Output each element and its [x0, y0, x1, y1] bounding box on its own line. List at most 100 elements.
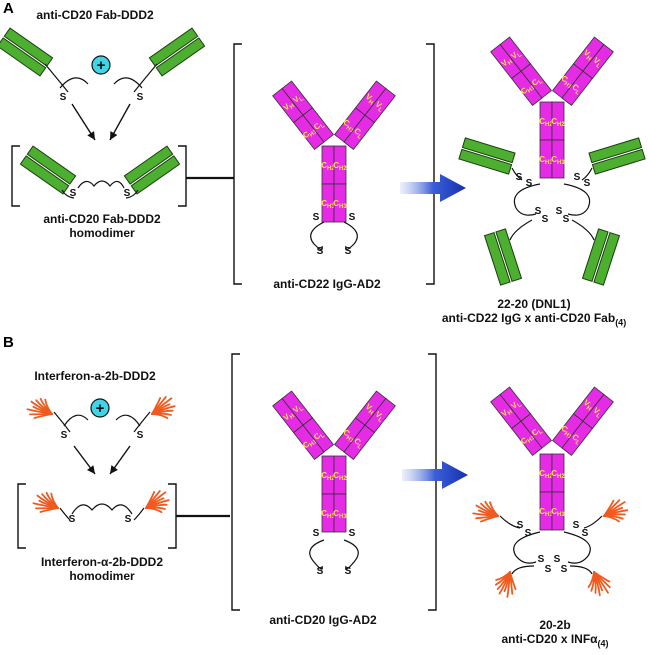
panel-a-product-fab-upper-left [458, 137, 516, 175]
panel-b-sulfur: S [69, 514, 76, 525]
panel-b-product-igg-fc-ch2-right-subscript: H2 [557, 474, 565, 480]
panel-a-igg-arm-left-vl-subscript: L [299, 96, 306, 103]
panel-a-right-monomer-linker [133, 63, 158, 93]
panel-b-ifn-monomer-left [26, 397, 53, 419]
panel-b-sulfur: S [561, 564, 568, 575]
panel-a-igg-fc-ch3-left-text: CH3 [321, 199, 335, 210]
panel-b-dimer-ifn-left [32, 491, 59, 513]
panel-a-dimer-ddd-loops [77, 180, 125, 189]
panel-a-left-monomer-linker [44, 63, 69, 93]
panel-a-product-igg-fc-ch3-right-text: CH3 [551, 155, 565, 166]
panel-b-sulfur: S [538, 554, 545, 565]
panel-b-product-text: anti-CD20 x INFα [501, 632, 598, 646]
panel-b-sulfur: S [61, 430, 68, 441]
panel-b-product-subscript: (4) [597, 638, 609, 649]
panel-a-igg-label: anti-CD22 IgG-AD2 [273, 277, 381, 291]
panel-a-product-subscript: (4) [615, 317, 627, 328]
panel-a-product-igg-arm-right-cl-subscript: L [574, 90, 581, 97]
panel-a-product-linker [509, 219, 533, 241]
panel-a-dimer-bracket-right [178, 145, 187, 207]
panel-b-igg-bracket-left [231, 353, 240, 611]
panel-b-igg-fc-ch3-right-text: CH3 [333, 509, 347, 520]
panel-b-sulfur: S [137, 430, 144, 441]
panel-b-ifn-monomer-right [151, 396, 176, 420]
panel-a-sulfur: S [574, 172, 581, 183]
panel-a-dimer-linker-right [125, 189, 139, 199]
panel-b-igg-bracket-right [428, 353, 437, 611]
panel-a-dimer-fab-left-segment-bottom [19, 155, 70, 195]
panel-a-product-fab-lower-right-segment-top [581, 228, 609, 283]
panel-a-fab-monomer-right-segment-top [148, 27, 199, 67]
panel-b-igg-arm-left-vl-subscript: L [299, 406, 306, 413]
panel-a-igg-arm-left-ch1-subscript: H1 [309, 129, 319, 139]
panel-a-sulfur: S [349, 212, 356, 223]
panel-a-dimer-label-line2: homodimer [69, 226, 135, 240]
panel-b-sulfur: S [313, 528, 320, 539]
panel-b-arrow-left-head [87, 465, 95, 474]
panel-b-right-monomer-linker [133, 411, 151, 433]
panel-b-left-monomer-linker [53, 411, 71, 433]
panel-a-arrow-left-head [87, 131, 95, 140]
panel-a-arrow-right-head [110, 131, 118, 140]
panel-b-product-igg-arm-left-cl [520, 413, 553, 449]
panel-a-igg-fc-ch2-right-subscript: H2 [339, 166, 347, 172]
panel-b-dimer-bracket-right [168, 483, 177, 549]
panel-a-product-igg-arm-right-vh-subscript: H [585, 55, 592, 62]
panel-b-monomer-label: Interferon-a-2b-DDD2 [34, 369, 156, 383]
panel-a-product-text: anti-CD22 IgG x anti-CD20 Fab [441, 311, 616, 325]
panel-b-product-label: 20-2b anti-CD20 x INFα(4) [470, 618, 640, 650]
panel-a-product-fab-upper-right [588, 137, 646, 175]
panel-b-plus-circle [90, 398, 110, 418]
panel-b-product-ifn-lower-left [494, 571, 517, 598]
panel-b-igg-fc-ch3-left-subscript: H3 [327, 514, 335, 520]
panel-a-product-linker [571, 219, 595, 241]
panel-a-sulfur: S [563, 214, 570, 225]
panel-b-product-ddd-left [513, 531, 541, 564]
panel-b-product-ifn-upper-right [603, 499, 629, 523]
panel-a-igg-arm-right-vl-subscript: L [376, 107, 383, 114]
panel-a-product-igg-arm-left-cl [520, 63, 553, 99]
panel-a-igg-fc-ch3-left-subscript: H3 [327, 204, 335, 210]
panel-a-product-igg-arm-right-cl [561, 70, 593, 106]
panel-a-dimer-label-line1: anti-CD20 Fab-DDD2 [43, 212, 161, 226]
panel-a-product-igg-fc-ch3-left-subscript: H3 [545, 160, 553, 166]
panel-a-product-line1: 22-20 (DNL1) [497, 297, 571, 311]
panel-b-sulfur: S [525, 528, 532, 539]
panel-a-sulfur: S [70, 188, 77, 199]
panel-a-igg-arm-left-vh-subscript: H [289, 103, 296, 110]
panel-b-product-ifn-lower-left-ray [495, 571, 511, 581]
panel-b-dimer-linker-right [133, 507, 145, 521]
panel-a-product-linker [511, 167, 523, 181]
panel-b-product-line1: 20-2b [539, 618, 571, 632]
panel-a-product-fab-upper-left-segment-top [461, 137, 516, 164]
panel-a-igg-ad-right [343, 221, 358, 251]
panel-b-ifn-monomer-left-ray [44, 398, 53, 415]
panel-b-dimer-label-line1: Interferon-α-2b-DDD2 [40, 555, 164, 569]
panel-b-product-linker [499, 515, 521, 529]
panel-a-sulfur: S [60, 92, 67, 103]
panel-a-product-igg-arm-left-ch1-subscript: H1 [527, 85, 537, 95]
panel-b-right-ddd-loop [115, 414, 141, 427]
panel-b-product-igg-arm-left-vh-subscript: H [507, 409, 514, 416]
panel-a-igg-arm-right-ch1-subscript: H1 [345, 125, 355, 135]
panel-a-product-linker [581, 167, 593, 181]
panel-a-product-igg-fc-ch2-left-text: CH2 [539, 117, 553, 128]
panel-a-product-fab-upper-right-segment-bottom [591, 148, 646, 175]
panel-a-product-label: 22-20 (DNL1) anti-CD22 IgG x anti-CD20 F… [420, 297, 648, 329]
panel-b-igg-arm-left-cl-subscript: L [320, 433, 327, 440]
panel-a-igg-arm-left-cl [302, 107, 335, 143]
panel-b-product-ddd-right [563, 531, 591, 564]
panel-b-product-ifn-lower-right-ray [587, 571, 595, 588]
panel-a-fab-monomer-right [148, 27, 206, 77]
panel-a-sulfur: S [556, 206, 563, 217]
panel-a-igg-fc-ch3-right [333, 183, 347, 223]
panel-b-igg-fc-ch3-left-text: CH3 [321, 509, 335, 520]
panel-b-igg-fc-ch2-left-text: CH2 [321, 471, 335, 482]
panel-a-product-line2: anti-CD22 IgG x anti-CD20 Fab(4) [420, 311, 648, 329]
panel-a-igg-bracket-left [233, 43, 242, 285]
panel-a-product-fab-upper-right-segment-top [588, 137, 643, 164]
